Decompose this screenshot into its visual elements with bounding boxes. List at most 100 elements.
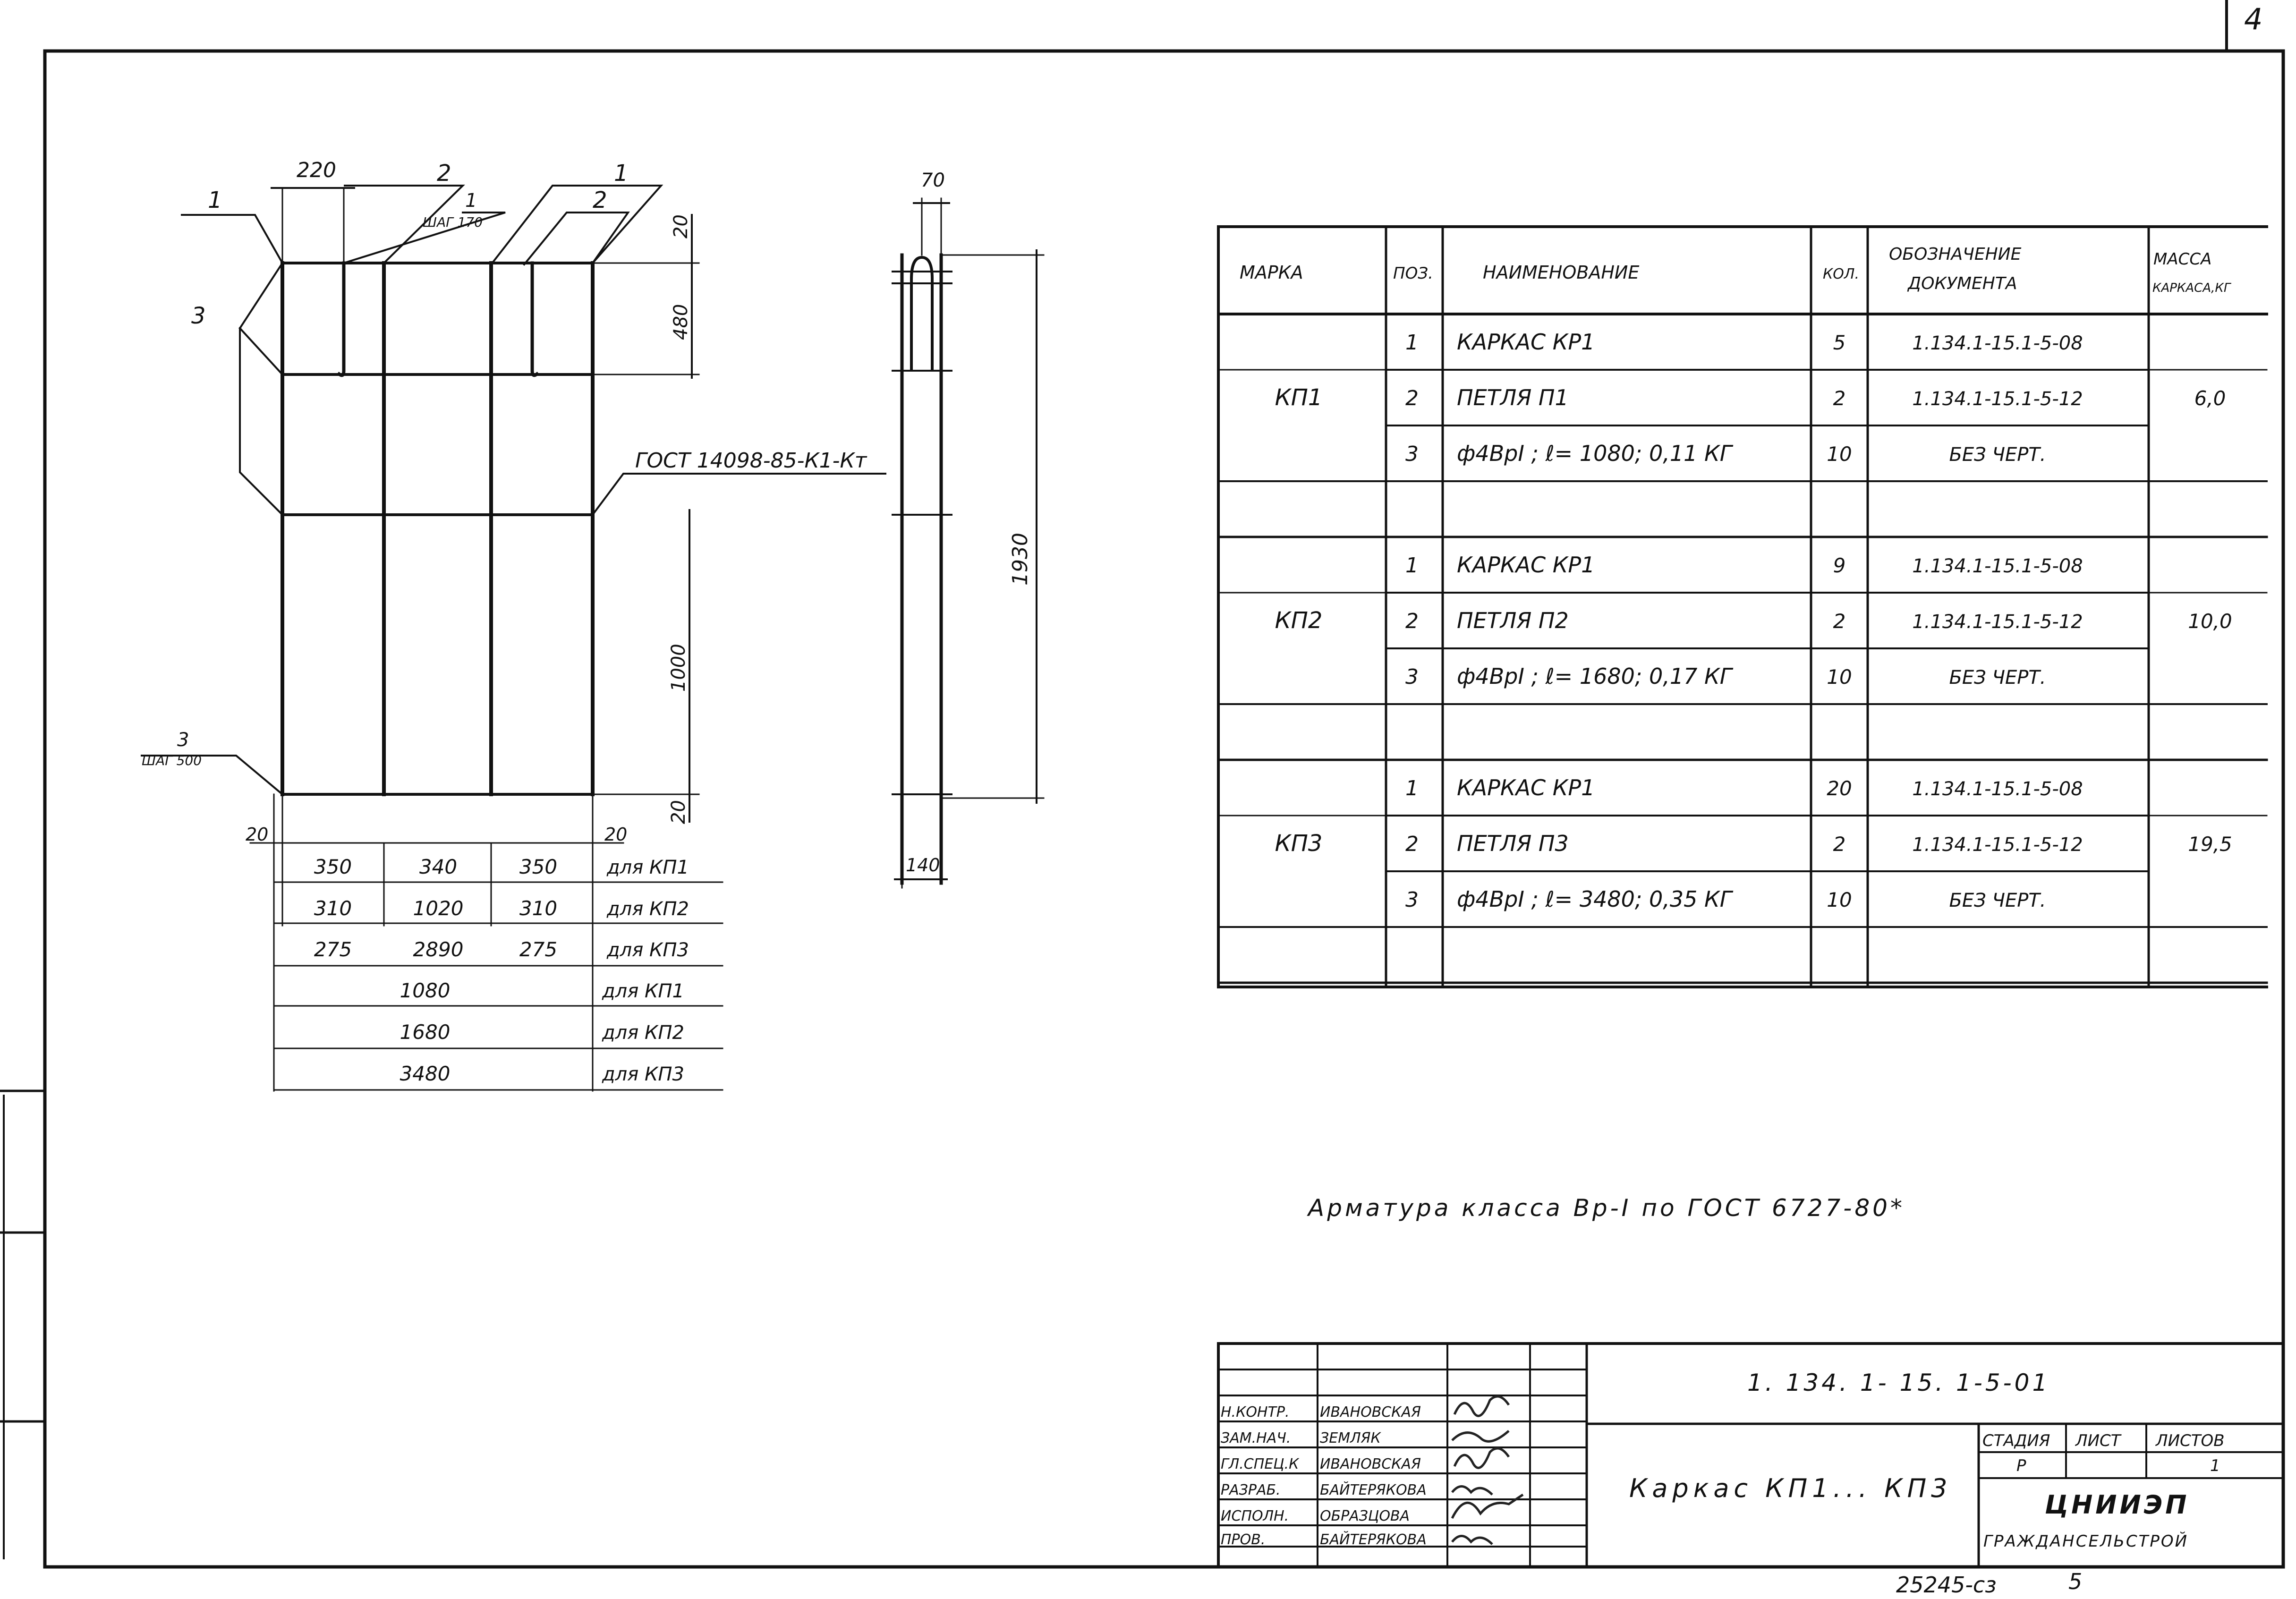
staff-name: БАЙТЕРЯКОВА bbox=[1320, 1531, 1427, 1548]
width-dim-b: 1020 bbox=[413, 897, 464, 920]
spec-qty: 2 bbox=[1833, 610, 1846, 633]
spec-mark: КП1 bbox=[1275, 384, 1323, 411]
spec-qty: 10 bbox=[1827, 888, 1852, 911]
callout-pos1-right: 1 bbox=[614, 160, 629, 187]
width-dim-b: 340 bbox=[419, 855, 457, 878]
signatures bbox=[1451, 1395, 1524, 1545]
spec-name: ф4ВрI ; ℓ= 1080; 0,11 КГ bbox=[1457, 441, 1734, 466]
spec-header-mass-1: МАССА bbox=[2153, 250, 2211, 269]
dim-140: 140 bbox=[906, 855, 940, 876]
width-dim-note: для КП1 bbox=[606, 857, 689, 878]
stage-label: СТАДИЯ bbox=[1982, 1431, 2050, 1450]
spec-pos: 2 bbox=[1405, 386, 1419, 410]
callout-pos3: 3 bbox=[191, 303, 206, 329]
total-dim-value: 1680 bbox=[400, 1021, 451, 1044]
spec-mark: КП3 bbox=[1275, 830, 1323, 857]
callout-pos2: 2 bbox=[437, 160, 451, 187]
spec-name: КАРКАС КР1 bbox=[1457, 329, 1595, 355]
spec-pos: 2 bbox=[1405, 832, 1419, 856]
callout-pos1-left: 1 bbox=[208, 187, 222, 213]
spec-name: ПЕТЛЯ П2 bbox=[1457, 608, 1569, 633]
spec-qty: 2 bbox=[1833, 833, 1846, 856]
callout-pos1-step: 1 bbox=[465, 190, 477, 212]
title-block bbox=[1217, 1342, 2285, 1568]
spec-pos: 3 bbox=[1405, 442, 1419, 466]
staff-name: ИВАНОВСКАЯ bbox=[1320, 1456, 1421, 1472]
spec-name: ф4ВрI ; ℓ= 3480; 0,35 КГ bbox=[1457, 886, 1734, 912]
width-dim-note: для КП2 bbox=[606, 898, 689, 920]
spec-pos: 1 bbox=[1405, 553, 1419, 578]
staff-role: Н.КОНТР. bbox=[1221, 1404, 1290, 1420]
width-dim-c: 275 bbox=[519, 938, 557, 961]
frame-front-view bbox=[141, 185, 886, 1092]
spec-doc: 1.134.1-15.1-5-08 bbox=[1912, 778, 2083, 800]
spec-name: КАРКАС КР1 bbox=[1457, 775, 1595, 800]
total-dim-note: для КП2 bbox=[602, 1022, 684, 1044]
inventory-number: 25245-сз bbox=[1896, 1572, 1997, 1598]
spec-doc: 1.134.1-15.1-5-08 bbox=[1912, 332, 2083, 354]
total-dim-note: для КП1 bbox=[602, 980, 684, 1002]
staff-name: ИВАНОВСКАЯ bbox=[1320, 1404, 1421, 1420]
staff-role: ИСПОЛН. bbox=[1221, 1508, 1289, 1524]
spec-doc: 1.134.1-15.1-5-12 bbox=[1912, 388, 2083, 410]
staff-role: РАЗРАБ. bbox=[1221, 1482, 1281, 1498]
width-dim-c: 350 bbox=[519, 855, 557, 878]
spec-name: ф4ВрI ; ℓ= 1680; 0,17 КГ bbox=[1457, 663, 1734, 689]
spec-name: ПЕТЛЯ П3 bbox=[1457, 831, 1569, 856]
staff-role: ПРОВ. bbox=[1221, 1531, 1265, 1548]
callout-step500: ШАГ 500 bbox=[142, 753, 202, 768]
spec-header-doc-1: ОБОЗНАЧЕНИЕ bbox=[1889, 245, 2022, 264]
document-code: 1. 134. 1- 15. 1-5-01 bbox=[1747, 1369, 2050, 1396]
spec-header-doc-2: ДОКУМЕНТА bbox=[1907, 274, 2017, 293]
spec-pos: 1 bbox=[1405, 776, 1419, 800]
width-dim-b: 2890 bbox=[413, 938, 464, 961]
title-block-text: 1. 134. 1- 15. 1-5-01 Каркас КП1... КП3 … bbox=[1629, 1369, 2225, 1551]
spec-mark: КП2 bbox=[1275, 607, 1323, 634]
spec-header-pos: ПОЗ. bbox=[1393, 264, 1433, 283]
sheet-label: ЛИСТ bbox=[2075, 1431, 2122, 1450]
dim-1930: 1930 bbox=[1008, 533, 1032, 586]
spec-row-lines bbox=[1217, 369, 2268, 984]
staff-name: ЗЕМЛЯК bbox=[1320, 1430, 1381, 1446]
spec-qty: 10 bbox=[1827, 665, 1852, 689]
dim-480: 480 bbox=[670, 304, 692, 340]
total-dim-value: 3480 bbox=[400, 1062, 451, 1085]
width-dim-a: 350 bbox=[314, 855, 352, 878]
sheet-frame bbox=[0, 0, 2285, 1569]
callout-pos2-right: 2 bbox=[593, 187, 607, 213]
spec-doc: БЕЗ ЧЕРТ. bbox=[1949, 444, 2046, 466]
sheets-label: ЛИСТОВ bbox=[2155, 1431, 2225, 1450]
width-dim-a: 310 bbox=[314, 897, 352, 920]
spec-pos: 3 bbox=[1405, 888, 1419, 912]
spec-header-mass-2: КАРКАСА,КГ bbox=[2152, 281, 2232, 295]
spec-name: КАРКАС КР1 bbox=[1457, 552, 1595, 578]
staff-name: БАЙТЕРЯКОВА bbox=[1320, 1481, 1427, 1498]
sheets-value: 1 bbox=[2210, 1456, 2220, 1475]
frame-side-view bbox=[892, 197, 1045, 889]
title-block-staff: Н.КОНТР.ИВАНОВСКАЯЗАМ.НАЧ.ЗЕМЛЯКГЛ.СПЕЦ.… bbox=[1221, 1404, 1427, 1548]
spec-doc: БЕЗ ЧЕРТ. bbox=[1949, 890, 2046, 911]
callout-pos3-bottom: 3 bbox=[177, 729, 189, 751]
spec-grid bbox=[1217, 225, 2268, 988]
dim-20-bottom: 20 bbox=[668, 800, 689, 824]
spec-mass: 19,5 bbox=[2188, 833, 2232, 856]
spec-qty: 10 bbox=[1827, 442, 1852, 466]
dim-20-top: 20 bbox=[670, 214, 692, 238]
spec-pos: 3 bbox=[1405, 665, 1419, 689]
staff-role: ЗАМ.НАЧ. bbox=[1221, 1430, 1291, 1446]
spec-doc: 1.134.1-15.1-5-12 bbox=[1912, 611, 2083, 633]
dim-1000: 1000 bbox=[668, 644, 689, 692]
stage-value: Р bbox=[2016, 1456, 2026, 1475]
spec-name: ПЕТЛЯ П1 bbox=[1457, 385, 1569, 410]
spec-doc: 1.134.1-15.1-5-08 bbox=[1912, 555, 2083, 577]
front-view-labels: 1 3 220 2 1 ШАГ 170 1 2 ГОСТ 14098-85-К1… bbox=[142, 158, 867, 845]
weld-standard: ГОСТ 14098-85-К1-Кт bbox=[635, 449, 867, 473]
spec-qty: 9 bbox=[1833, 554, 1846, 577]
width-dim-note: для КП3 bbox=[606, 939, 689, 961]
spec-doc: БЕЗ ЧЕРТ. bbox=[1949, 667, 2046, 689]
inventory-page: 5 bbox=[2068, 1569, 2082, 1594]
dim-20-right: 20 bbox=[604, 824, 627, 845]
dim-220: 220 bbox=[297, 158, 336, 182]
